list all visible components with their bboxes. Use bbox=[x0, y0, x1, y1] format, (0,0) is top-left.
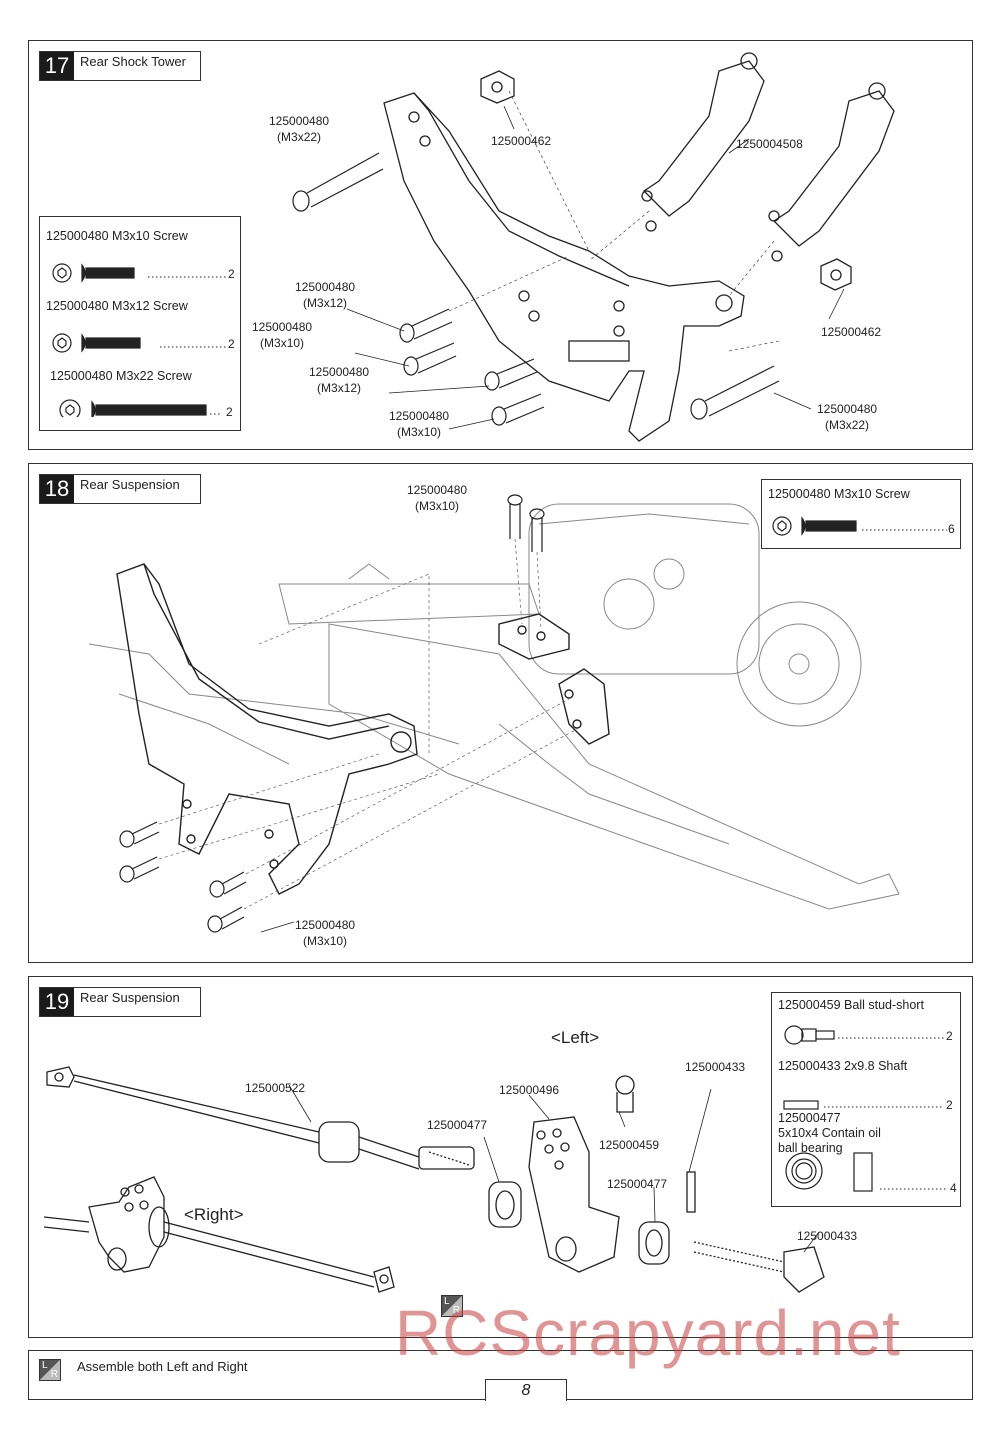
parts-list-box: 125000480 M3x10 Screw 2 125000480 M3x12 … bbox=[39, 216, 241, 431]
step-18-header: 18 Rear Suspension bbox=[39, 474, 201, 504]
step-19-header: 19 Rear Suspension bbox=[39, 987, 201, 1017]
callout-label: 125000477 bbox=[427, 1118, 488, 1132]
part-icons bbox=[783, 1025, 948, 1192]
hub-assembly-illustration bbox=[43, 1066, 825, 1293]
callout-label: 125000462 bbox=[821, 325, 882, 339]
callout-label: 125000462 bbox=[491, 134, 552, 148]
callout-label: 125000480 (M3x22) bbox=[817, 402, 878, 432]
shock-tower-illustration bbox=[292, 52, 895, 442]
part-qty: 2 bbox=[228, 337, 235, 351]
callout-label: 125000459 bbox=[599, 1138, 660, 1152]
screw-icons bbox=[52, 263, 228, 417]
callout-label: 125000522 bbox=[245, 1081, 306, 1095]
part-name: 125000433 2x9.8 Shaft bbox=[778, 1059, 908, 1073]
callout-label: 125000480 (M3x12) bbox=[309, 365, 370, 395]
part-qty: 2 bbox=[226, 405, 233, 419]
step-title: Rear Suspension bbox=[74, 988, 200, 1016]
callout-label: 125000480 (M3x10) bbox=[295, 918, 356, 948]
step-number: 17 bbox=[40, 52, 74, 80]
callout-label: 125000480 (M3x12) bbox=[295, 280, 356, 310]
step-number: 18 bbox=[40, 475, 74, 503]
step-17-panel: 17 Rear Shock Tower bbox=[28, 40, 973, 450]
step-19-panel: 19 Rear Suspension <Left> <Right> bbox=[28, 976, 973, 1338]
callout-label: 125000480 (M3x10) bbox=[252, 320, 313, 350]
part-name: 125000459 Ball stud-short bbox=[778, 998, 924, 1012]
parts-list-box: 125000459 Ball stud-short 2 125000433 2x… bbox=[771, 992, 961, 1207]
page-number: 8 bbox=[485, 1379, 567, 1401]
callout-label: 125000480 (M3x10) bbox=[407, 483, 468, 513]
callout-label: 125000496 bbox=[499, 1083, 560, 1097]
callout-label: 125000480 (M3x22) bbox=[269, 114, 330, 144]
part-name: 125000480 M3x10 Screw bbox=[46, 229, 188, 243]
step-number: 19 bbox=[40, 988, 74, 1016]
parts-list-box: 125000480 M3x10 Screw 6 bbox=[761, 479, 961, 549]
watermark: RCScrapyard.net bbox=[395, 1297, 901, 1369]
callout-label: 1250004508 bbox=[736, 137, 803, 151]
screw-icons bbox=[772, 516, 947, 536]
callout-label: 125000477 bbox=[607, 1177, 668, 1191]
part-qty: 4 bbox=[950, 1181, 957, 1195]
part-name: 125000480 M3x10 Screw bbox=[768, 487, 910, 501]
part-qty: 2 bbox=[228, 267, 235, 281]
part-qty: 2 bbox=[946, 1029, 953, 1043]
step-title: Rear Suspension bbox=[74, 475, 200, 503]
callout-label: 125000480 (M3x10) bbox=[389, 409, 450, 439]
part-name: 125000480 M3x22 Screw bbox=[50, 369, 192, 383]
footer-note: Assemble both Left and Right bbox=[77, 1359, 248, 1374]
step-17-header: 17 Rear Shock Tower bbox=[39, 51, 201, 81]
step-18-panel: 18 Rear Suspension bbox=[28, 463, 973, 963]
part-name: 125000480 M3x12 Screw bbox=[46, 299, 188, 313]
right-side-label: <Right> bbox=[184, 1205, 244, 1224]
step-title: Rear Shock Tower bbox=[74, 52, 200, 80]
part-name: 125000477 5x10x4 Contain oil ball bearin… bbox=[778, 1111, 881, 1155]
callout-label: 125000433 bbox=[797, 1229, 858, 1243]
left-side-label: <Left> bbox=[551, 1028, 600, 1047]
part-qty: 2 bbox=[946, 1098, 953, 1112]
rear-suspension-illustration bbox=[88, 494, 900, 933]
part-qty: 6 bbox=[948, 522, 955, 536]
callout-label: 125000433 bbox=[685, 1060, 746, 1074]
